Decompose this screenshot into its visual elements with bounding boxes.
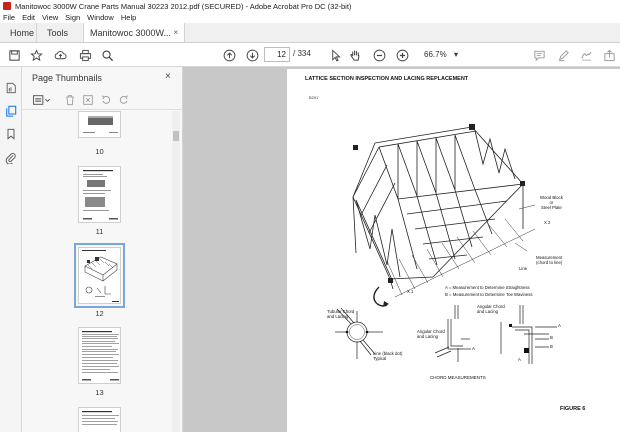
tab-tools[interactable]: Tools [47,27,69,38]
label-x2: X 2 [544,220,551,225]
thumbnail-12-preview [82,250,119,302]
thumbnail-page-13[interactable] [78,327,121,384]
pdf-page: LATTICE SECTION INSPECTION AND LACING RE… [287,69,620,432]
rotate-right-icon[interactable] [117,93,131,107]
main-toolbar [0,43,620,67]
label-b-upper: B [550,335,553,340]
left-rail [0,67,22,432]
document-viewer: LATTICE SECTION INSPECTION AND LACING RE… [183,67,620,432]
label-b-lower: B [550,344,553,349]
tab-bar: Home Tools Manitowoc 3000W... × [0,23,620,43]
thumbnail-page-12[interactable] [74,243,125,308]
menu-view[interactable]: View [42,13,59,22]
delete-icon[interactable] [63,93,77,107]
rotate-left-icon[interactable] [99,93,113,107]
page-code: B201 [309,95,319,100]
panel-toolbar [22,90,183,110]
upload-cloud-icon[interactable] [53,48,67,62]
label-a-right: A [558,323,561,328]
acrobat-logo-icon [3,2,11,10]
chord-measurements-caption: CHORD MEASUREMENTS [430,375,486,380]
chevron-down-icon: ▾ [453,50,458,59]
thumbnail-label: 13 [95,388,104,397]
page-thumbnails-icon[interactable] [4,104,18,118]
find-icon[interactable] [100,48,114,62]
page-up-icon[interactable] [222,48,236,62]
thumbnail-scrollbar[interactable] [172,111,180,432]
menu-sign[interactable]: Sign [65,13,81,22]
label-angular-chord-center: Angular Chord and Lacing [417,329,445,339]
label-x1: X 1 [407,289,414,294]
label-a-center: A [472,346,475,351]
sign-icon[interactable] [579,48,593,62]
thumbnails-panel: Page Thumbnails × 10 [22,67,183,432]
scrollbar-thumb[interactable] [173,131,179,141]
thumbnail-13-preview [82,331,119,381]
label-angular-chord-right: Angular Chord and Lacing [477,304,505,314]
bookmark-star-icon[interactable] [29,48,43,62]
comment-icon[interactable] [532,48,546,62]
sidebar-toggle-icon[interactable] [4,81,18,95]
label-line-typical: Line (black dot) Typical [373,351,403,361]
page-number-input[interactable]: 12 [264,47,290,62]
share-icon[interactable] [602,48,616,62]
tab-document[interactable]: Manitowoc 3000W... × [83,23,185,42]
close-icon[interactable]: × [165,71,171,82]
thumbnail-label: 10 [95,147,104,156]
tab-close-icon[interactable]: × [173,28,178,37]
legend-b: B = Measurement to Determine Toe Wavines… [445,292,533,297]
print-icon[interactable] [78,48,92,62]
page-total: / 334 [293,49,311,58]
hand-tool-icon[interactable] [348,48,362,62]
select-cursor-icon[interactable] [328,48,342,62]
thumbnail-label: 12 [95,309,104,318]
options-menu-icon[interactable] [31,93,53,107]
label-line: Line [519,266,528,271]
attachments-icon[interactable] [4,151,18,165]
page-heading: LATTICE SECTION INSPECTION AND LACING RE… [305,76,469,82]
legend-a: A = Measurement to Determine Straightnes… [445,285,530,290]
zoom-select[interactable]: 66.7% ▾ [421,47,461,62]
lattice-section-drawing [335,124,557,364]
thumbnail-page-14[interactable] [78,407,121,432]
menu-edit[interactable]: Edit [22,13,36,22]
label-tubular-chord: Tubular Chord and Lacing [327,309,355,319]
extract-icon[interactable] [81,93,95,107]
page-down-icon[interactable] [245,48,259,62]
thumbnail-14-preview [82,411,119,425]
menu-bar: File Edit View Sign Window Help [0,12,620,23]
window-title: Manitowoc 3000W Crane Parts Manual 30223… [15,1,352,11]
label-measurement: Measurement (chord to line) [536,255,563,265]
label-wood-block: Wood Block or Steel Plate [540,195,563,210]
tab-home[interactable]: Home [0,23,37,42]
menu-help[interactable]: Help [120,13,137,22]
menu-file[interactable]: File [3,13,16,22]
thumbnail-11-preview [83,170,118,220]
thumbnail-10-preview [83,116,118,133]
title-bar: Manitowoc 3000W Crane Parts Manual 30223… [0,0,620,12]
bookmarks-icon[interactable] [4,127,18,141]
label-a-bottom: A [518,357,521,362]
zoom-out-icon[interactable] [372,48,386,62]
thumbnail-label: 11 [95,227,104,236]
thumbnail-page-10[interactable] [78,111,121,138]
panel-title: Page Thumbnails [32,73,102,83]
figure-label: FIGURE 6 [560,406,586,412]
save-icon[interactable] [7,48,21,62]
zoom-value: 66.7% [424,50,447,59]
zoom-in-icon[interactable] [395,48,409,62]
thumbnail-list: 10 11 [22,111,183,432]
menu-window[interactable]: Window [87,13,114,22]
thumbnail-page-11[interactable] [78,166,121,223]
highlight-pen-icon[interactable] [556,48,570,62]
tab-document-label: Manitowoc 3000W... [90,27,172,38]
